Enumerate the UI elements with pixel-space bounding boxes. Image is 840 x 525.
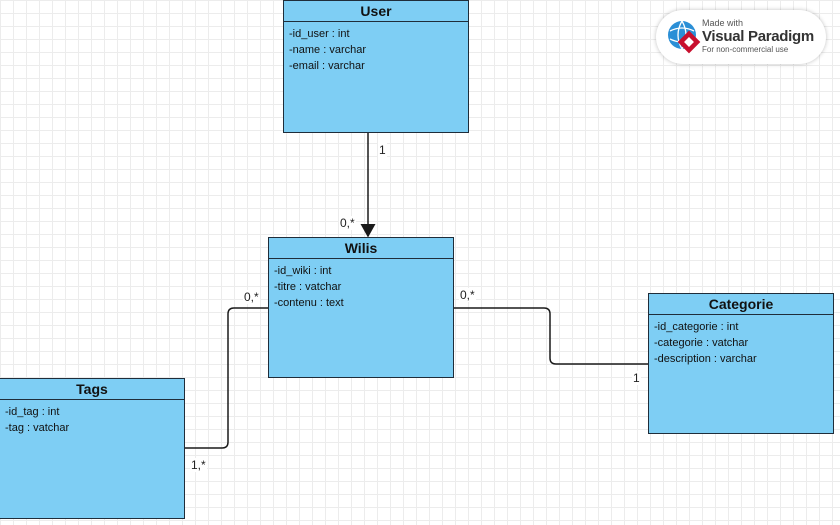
attribute-email: -email : varchar	[289, 60, 365, 72]
attribute-id-tag: -id_tag : int	[5, 406, 60, 418]
attribute-name: -name : varchar	[289, 44, 367, 56]
class-wilis[interactable]: Wilis -id_wiki : int -titre : vatchar -c…	[268, 237, 454, 378]
class-wilis-attributes: -id_wiki : int -titre : vatchar -contenu…	[269, 259, 453, 315]
multiplicity-user-end: 1	[378, 143, 387, 157]
association-wilis-categorie[interactable]	[453, 307, 648, 365]
badge-product-name: Visual Paradigm	[702, 28, 814, 45]
attribute-description: -description : varchar	[654, 353, 757, 365]
class-user-attributes: -id_user : int -name : varchar -email : …	[284, 22, 468, 78]
attribute-id-wiki: -id_wiki : int	[274, 265, 332, 277]
association-tags-wilis[interactable]	[185, 307, 268, 449]
class-wilis-name: Wilis	[269, 238, 453, 259]
visual-paradigm-logo-icon	[668, 20, 701, 54]
attribute-titre: -titre : vatchar	[274, 281, 342, 293]
class-tags-name: Tags	[0, 379, 184, 400]
badge-made-with: Made with	[702, 18, 744, 28]
multiplicity-wilis-end-from-user: 0,*	[339, 216, 356, 230]
multiplicity-wilis-end-from-categorie: 0,*	[459, 288, 476, 302]
attribute-tag: -tag : vatchar	[5, 422, 70, 434]
class-categorie[interactable]: Categorie -id_categorie : int -categorie…	[648, 293, 834, 434]
multiplicity-tags-end: 1,*	[190, 458, 207, 472]
multiplicity-wilis-end-from-tags: 0,*	[243, 290, 260, 304]
attribute-id-categorie: -id_categorie : int	[654, 321, 739, 333]
visual-paradigm-badge[interactable]: Made with Visual Paradigm For non-commer…	[656, 10, 826, 64]
class-categorie-attributes: -id_categorie : int -categorie : vatchar…	[649, 315, 833, 371]
class-tags-attributes: -id_tag : int -tag : vatchar	[0, 400, 184, 440]
class-user[interactable]: User -id_user : int -name : varchar -ema…	[283, 0, 469, 133]
attribute-contenu: -contenu : text	[274, 297, 344, 309]
attribute-id-user: -id_user : int	[289, 28, 350, 40]
multiplicity-categorie-end: 1	[632, 371, 641, 385]
badge-note: For non-commercial use	[702, 45, 789, 54]
class-tags[interactable]: Tags -id_tag : int -tag : vatchar	[0, 378, 185, 519]
attribute-categorie: -categorie : vatchar	[654, 337, 749, 349]
class-user-name: User	[284, 1, 468, 22]
class-categorie-name: Categorie	[649, 294, 833, 315]
